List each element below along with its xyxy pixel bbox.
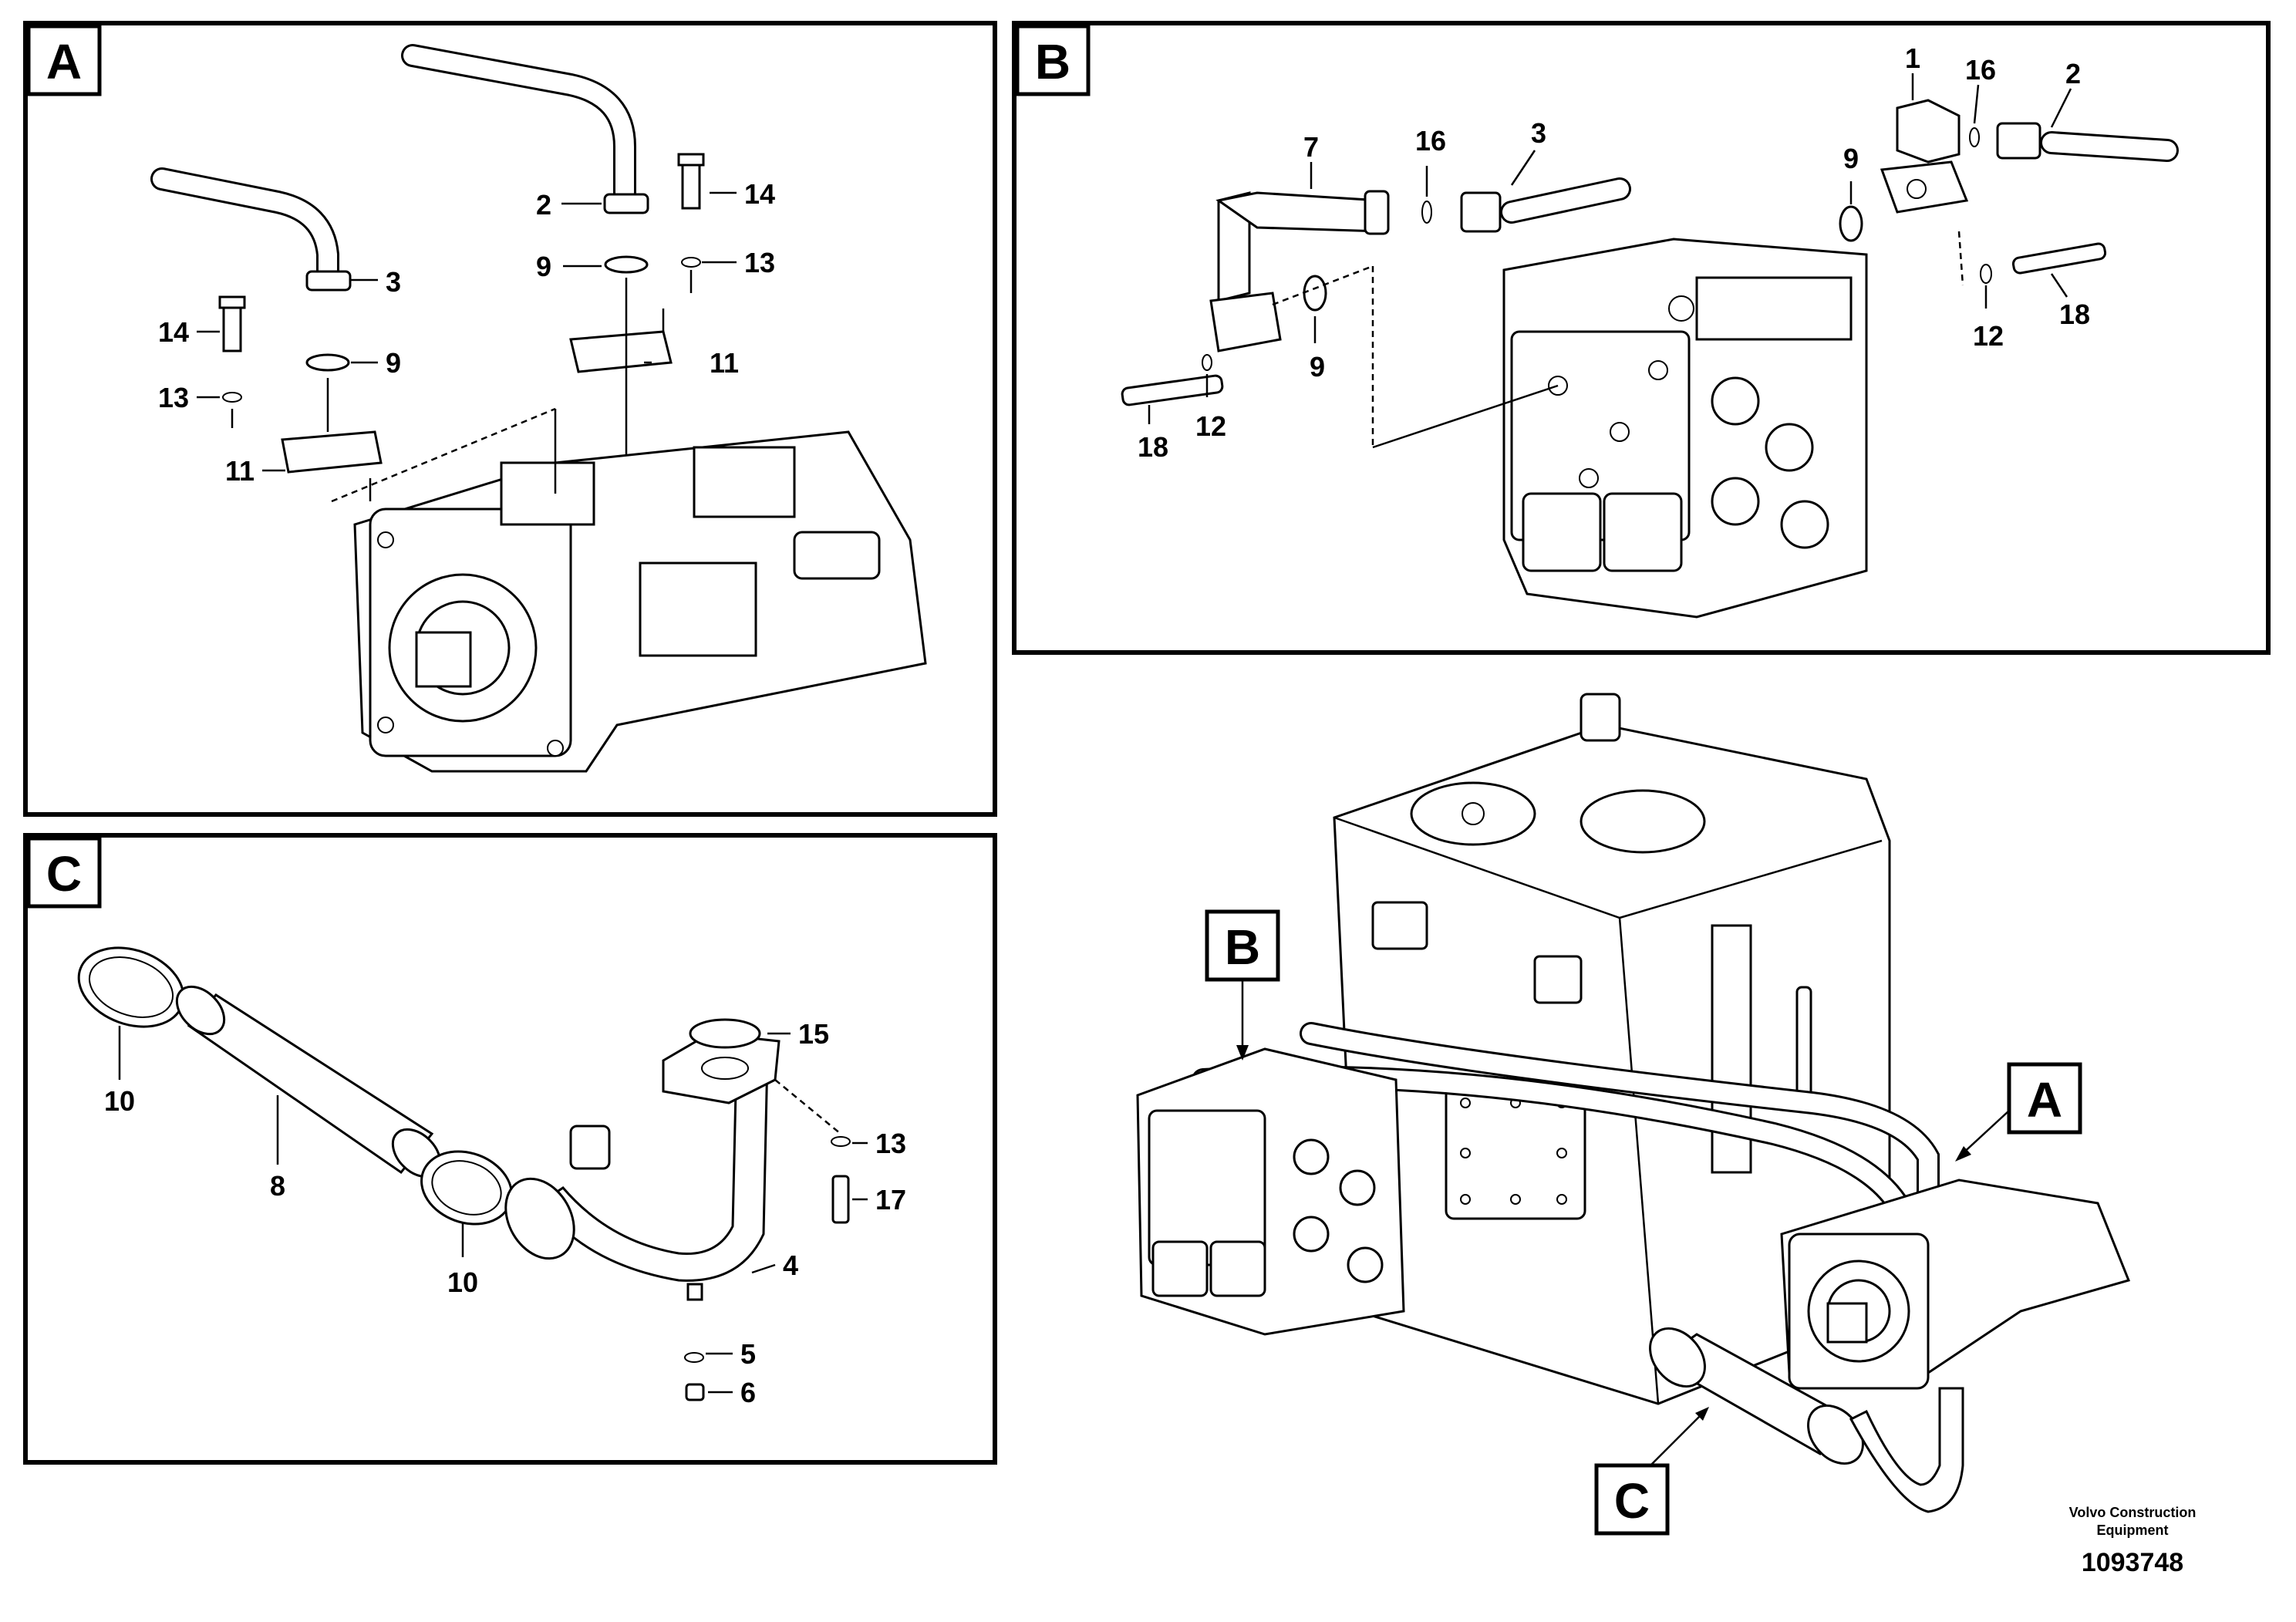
callout-c: C (1614, 1473, 1650, 1529)
label-8: 8 (270, 1170, 285, 1202)
footer: Volvo Construction Equipment 1093748 (2069, 1505, 2197, 1577)
bolt (831, 1175, 850, 1224)
label-9: 9 (386, 347, 401, 379)
label-17: 17 (875, 1184, 906, 1216)
bolt (681, 160, 701, 210)
label-10: 10 (104, 1085, 135, 1117)
panel-b-valve (1502, 238, 1868, 619)
overview-control-valve (1136, 1047, 1405, 1336)
panel-a-hoses (150, 44, 636, 282)
label-3: 3 (1531, 117, 1546, 149)
split-flange (281, 430, 383, 474)
o-ring (305, 353, 350, 372)
panel-b: B (1012, 21, 2271, 655)
panel-b-right-fitting (1839, 99, 2179, 284)
label-10: 10 (447, 1266, 478, 1298)
label-7: 7 (1303, 131, 1319, 163)
panel-a-pump (353, 430, 927, 773)
label-13: 13 (744, 247, 775, 278)
label-13: 13 (158, 382, 189, 413)
label-2: 2 (536, 189, 551, 221)
panel-c-frame (23, 833, 997, 1465)
label-13: 13 (875, 1128, 906, 1159)
panel-b-left-hose (1121, 177, 1631, 406)
document-number: 1093748 (2082, 1548, 2183, 1577)
panel-a-leaders (197, 191, 737, 503)
label-14: 14 (158, 316, 189, 348)
label-15: 15 (798, 1018, 829, 1050)
label-14: 14 (744, 178, 775, 210)
credit-line-2: Equipment (2097, 1523, 2169, 1538)
label-16: 16 (1965, 54, 1996, 86)
callout-b-box (1205, 909, 1280, 982)
panel-a-frame (23, 21, 997, 817)
split-flange (569, 330, 673, 373)
o-ring (689, 1018, 761, 1049)
panel-a-tag-box (26, 24, 102, 96)
panel-a-tag: A (46, 34, 82, 89)
label-9: 9 (1310, 351, 1325, 383)
callout-a-box (2007, 1062, 2082, 1135)
breather-cap (1580, 693, 1621, 742)
callout-c-arrow (1650, 1411, 1705, 1466)
bolt (222, 303, 242, 352)
label-3: 3 (386, 266, 401, 298)
panel-a: A (23, 21, 997, 817)
panel-c: C (23, 833, 997, 1465)
suction-pipe (538, 1055, 769, 1282)
panel-b-tag: B (1035, 34, 1070, 89)
panel-b-frame (1012, 21, 2271, 655)
panel-b-tag-box (1015, 24, 1091, 96)
panel-c-leaders (118, 1026, 868, 1394)
callout-b: B (1225, 919, 1260, 975)
o-ring (604, 255, 649, 274)
callout-c-box (1594, 1463, 1670, 1536)
label-4: 4 (783, 1249, 798, 1281)
panel-b-leaders (1148, 73, 2072, 449)
label-1: 1 (1905, 42, 1920, 74)
label-9: 9 (1843, 143, 1859, 174)
callout-a: A (2027, 1072, 2062, 1128)
label-16: 16 (1415, 125, 1446, 157)
label-5: 5 (740, 1338, 756, 1370)
label-6: 6 (740, 1377, 756, 1408)
label-12: 12 (1973, 320, 2004, 352)
label-9: 9 (536, 251, 551, 282)
callout-a-arrow (1958, 1110, 2010, 1158)
panel-c-parts (77, 946, 851, 1401)
label-18: 18 (1138, 431, 1168, 463)
label-12: 12 (1195, 410, 1226, 442)
label-11: 11 (225, 455, 255, 487)
credit-line-1: Volvo Construction (2069, 1505, 2197, 1520)
overview-assembly: B A C (1136, 693, 2131, 1536)
overview-pump (1780, 1179, 2131, 1390)
panel-c-tag-box (26, 836, 102, 909)
label-2: 2 (2065, 58, 2081, 89)
panel-c-tag: C (46, 846, 82, 902)
label-11: 11 (710, 347, 739, 379)
label-18: 18 (2059, 298, 2090, 330)
panel-a-fittings (218, 153, 705, 474)
overview-suction (1649, 1327, 1964, 1513)
